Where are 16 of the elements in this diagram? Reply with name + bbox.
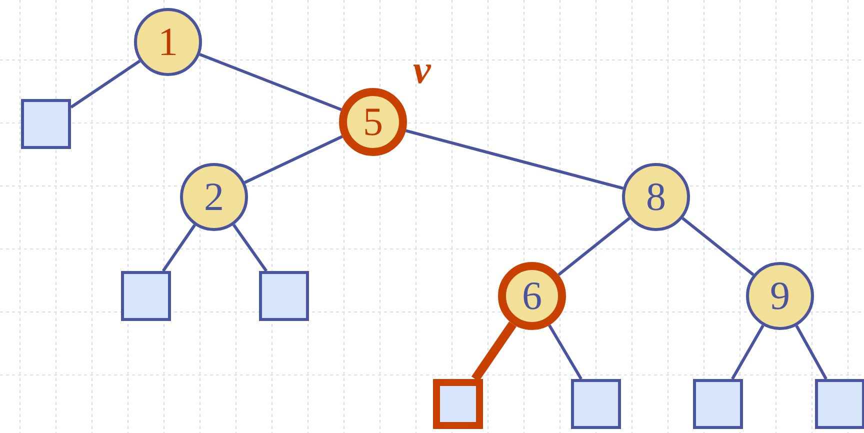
leaf-square [121,271,171,321]
leaf-square [571,379,621,429]
tree-edge [795,324,828,380]
leaf-square [693,379,743,429]
tree-edge [70,60,141,108]
leaf-square [21,99,71,149]
tree-edge [558,217,630,276]
leaf-square [433,379,483,429]
leaf-square [815,379,864,429]
tree-edge [731,324,764,380]
tree-edge [162,224,196,272]
tree-edge [232,224,268,272]
leaf-square [259,271,309,321]
tree-edge [405,129,624,190]
node-annotation: v [413,50,431,90]
tree-edge [682,217,754,276]
